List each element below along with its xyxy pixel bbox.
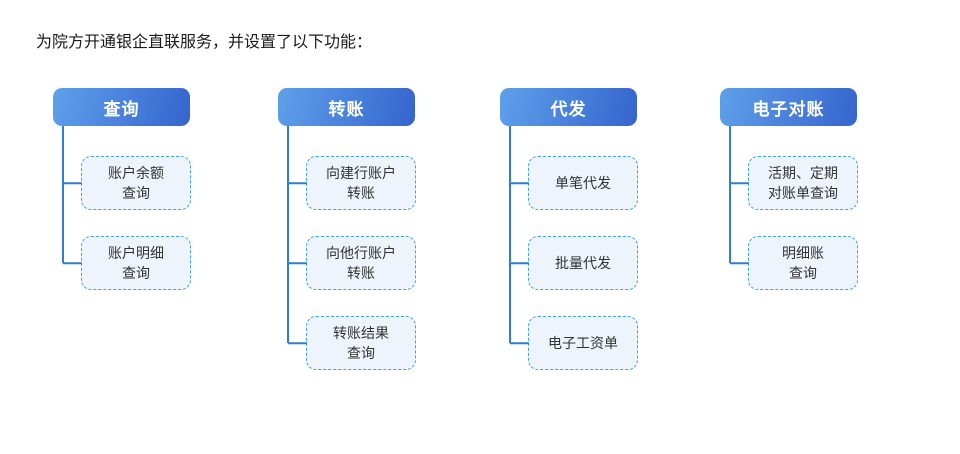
connector-vline <box>62 126 64 263</box>
feature-label-line: 查询 <box>789 265 817 281</box>
feature-box: 单笔代发 <box>528 156 638 210</box>
feature-label-line: 账户明细 <box>108 245 164 261</box>
group-header-transfer: 转账 <box>278 88 415 126</box>
feature-label-line: 转账 <box>347 185 375 201</box>
connector-vline <box>287 126 289 343</box>
feature-list: 活期、定期 对账单查询 明细账 查询 <box>748 126 890 290</box>
feature-box: 账户余额 查询 <box>81 156 191 210</box>
feature-box: 明细账 查询 <box>748 236 858 290</box>
group-column-query: 查询 账户余额 查询 账户明细 查询 <box>53 88 223 316</box>
feature-list: 账户余额 查询 账户明细 查询 <box>81 126 223 290</box>
feature-label-line: 向建行账户 <box>326 165 396 181</box>
feature-box: 向他行账户 转账 <box>306 236 416 290</box>
feature-box: 向建行账户 转账 <box>306 156 416 210</box>
feature-label-line: 向他行账户 <box>326 245 396 261</box>
group-column-batch-pay: 代发 单笔代发 批量代发 电子工资单 <box>500 88 670 396</box>
feature-label-line: 活期、定期 <box>768 165 838 181</box>
feature-label-line: 转账结果 <box>333 325 389 341</box>
page-title: 为院方开通银企直联服务，并设置了以下功能： <box>36 34 373 51</box>
group-header-batch-pay: 代发 <box>500 88 637 126</box>
feature-box: 电子工资单 <box>528 316 638 370</box>
feature-label-line: 单笔代发 <box>555 175 611 191</box>
feature-label-line: 查询 <box>122 185 150 201</box>
feature-box: 活期、定期 对账单查询 <box>748 156 858 210</box>
feature-label-line: 明细账 <box>782 245 824 261</box>
feature-label-line: 查询 <box>347 345 375 361</box>
feature-box: 转账结果 查询 <box>306 316 416 370</box>
group-header-e-reconciliation: 电子对账 <box>720 88 857 126</box>
feature-label-line: 对账单查询 <box>768 185 838 201</box>
group-header-query: 查询 <box>53 88 190 126</box>
feature-box: 账户明细 查询 <box>81 236 191 290</box>
feature-list: 单笔代发 批量代发 电子工资单 <box>528 126 670 370</box>
feature-label-line: 电子工资单 <box>548 335 618 351</box>
feature-label-line: 转账 <box>347 265 375 281</box>
feature-label-line: 批量代发 <box>555 255 611 271</box>
feature-label-line: 账户余额 <box>108 165 164 181</box>
connector-vline <box>509 126 511 343</box>
feature-label-line: 查询 <box>122 265 150 281</box>
connector-vline <box>729 126 731 263</box>
feature-box: 批量代发 <box>528 236 638 290</box>
group-column-transfer: 转账 向建行账户 转账 向他行账户 转账 转账结果 查询 <box>278 88 448 396</box>
group-column-e-reconciliation: 电子对账 活期、定期 对账单查询 明细账 查询 <box>720 88 890 316</box>
feature-list: 向建行账户 转账 向他行账户 转账 转账结果 查询 <box>306 126 448 370</box>
